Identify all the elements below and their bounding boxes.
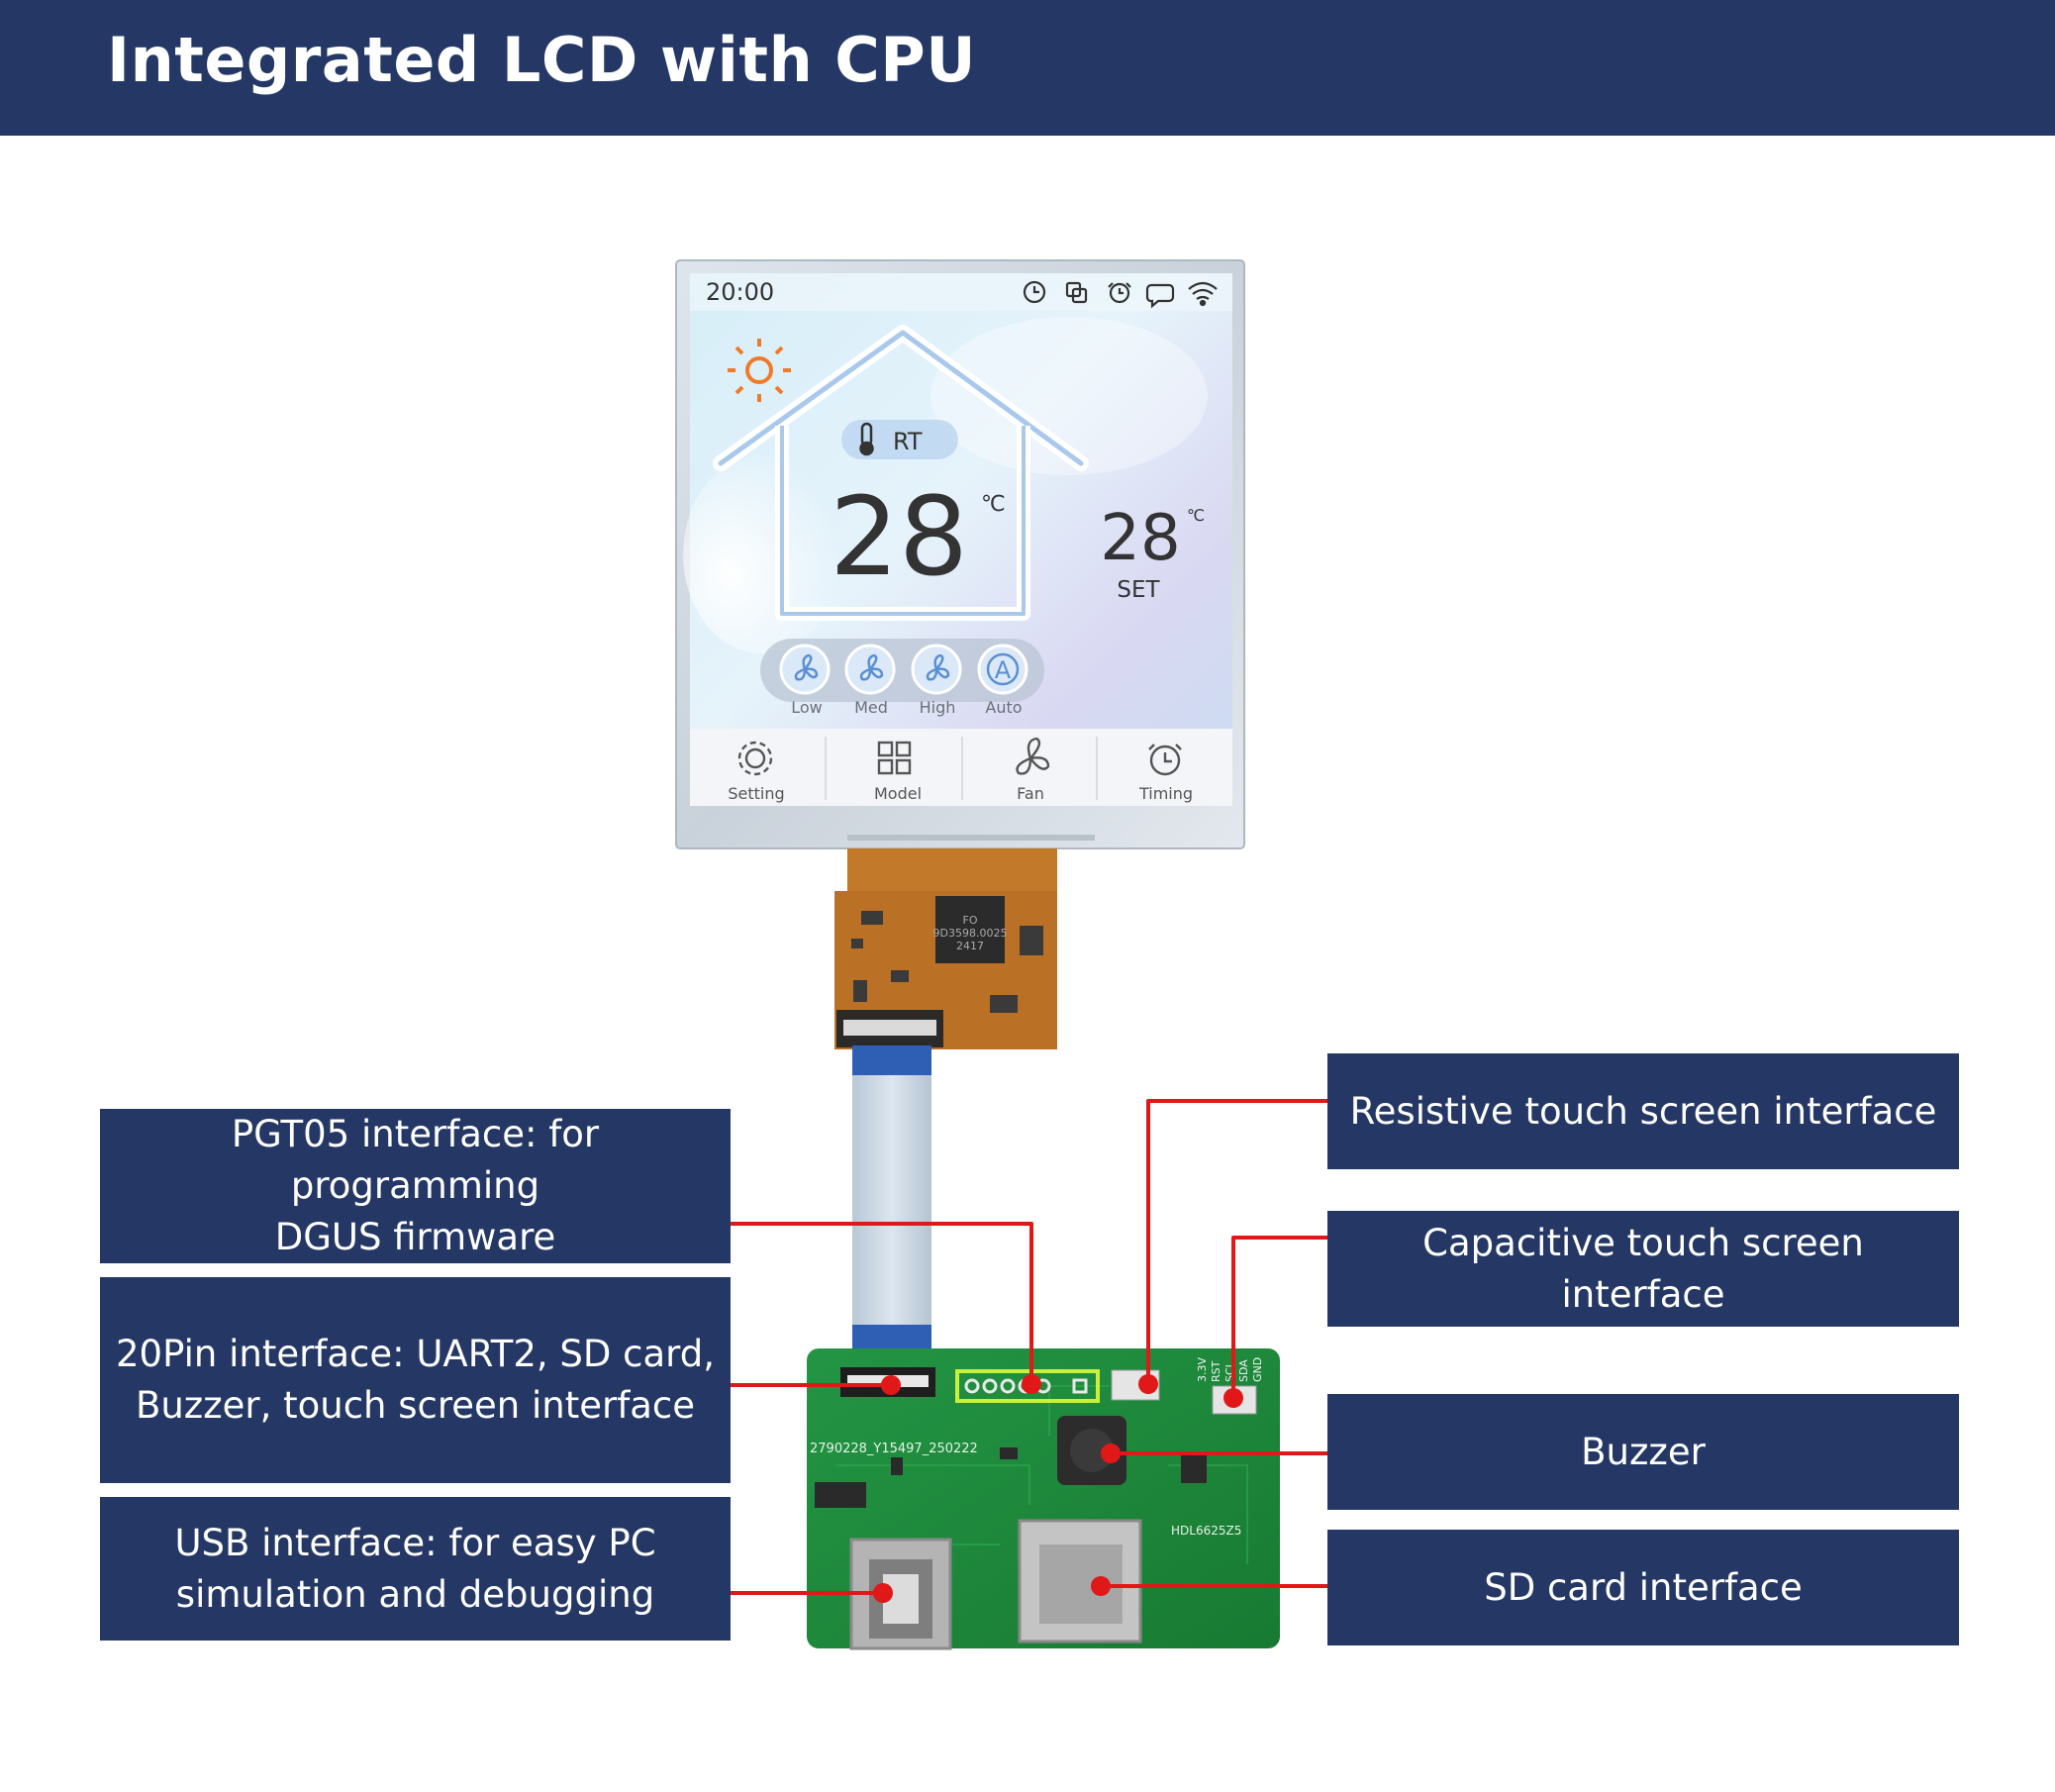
leader-dot [873, 1583, 893, 1603]
wifi-icon [1188, 281, 1218, 300]
fan-mode-buttons: A [779, 644, 1028, 695]
menu-label: Fan [1017, 784, 1044, 803]
callout-buzzer: Buzzer [1327, 1394, 1959, 1510]
sun-icon [728, 339, 791, 402]
fan-mode-label: Med [854, 698, 888, 717]
callout-line: Buzzer [1581, 1430, 1706, 1473]
fan-auto-icon: A [995, 656, 1012, 684]
clock-icon [1023, 280, 1046, 304]
fan-high-icon [926, 653, 950, 681]
callout-line: 20Pin interface: UART2, SD card, [116, 1333, 715, 1375]
cpu-chip [935, 896, 1005, 963]
callout-usb: USB interface: for easy PC simulation an… [100, 1497, 731, 1641]
grid-icon [877, 741, 912, 775]
leader-line-capacitive [1231, 1236, 1327, 1398]
chip-mark: 2417 [956, 940, 984, 952]
callout-capacitive: Capacitive touch screen interface [1327, 1211, 1959, 1327]
alarm-icon [1109, 282, 1130, 304]
menu-label: Timing [1138, 784, 1193, 803]
callout-line: Resistive touch screen interface [1349, 1089, 1937, 1133]
pcb-silkscreen-id: 2790228_Y15497_250222 [810, 1442, 978, 1456]
pcb-code: HDL6625Z5 [1171, 1524, 1241, 1538]
fan-low-icon [794, 653, 819, 681]
fan-auto-button [977, 644, 1028, 695]
lcd-clock: 20:00 [706, 278, 774, 306]
callout-line: DGUS firmware [274, 1216, 556, 1258]
set-label: SET [1117, 577, 1160, 603]
callout-line: USB interface: for easy PC [174, 1521, 656, 1564]
page-title: Integrated LCD with CPU [107, 24, 977, 96]
leader-dot [1022, 1374, 1041, 1394]
callout-line: Buzzer, touch screen interface [135, 1384, 696, 1427]
callout-pgt05: PGT05 interface: for programming DGUS fi… [100, 1109, 731, 1263]
chat-icon [1145, 283, 1175, 309]
menu-label: Model [874, 784, 922, 803]
ribbon-cable [852, 1045, 931, 1333]
fan-mode-label: Auto [985, 698, 1022, 717]
room-temperature: 28 [830, 473, 968, 600]
set-temperature: 28 [1100, 502, 1180, 575]
leader-line-pgt05 [731, 1222, 1033, 1384]
pin-label: SDA [1237, 1359, 1250, 1382]
pgt05-header [955, 1369, 1100, 1403]
callout-line: PGT05 interface: for programming [231, 1113, 600, 1207]
fan-mode-bar [760, 639, 1044, 702]
fan-mode-label: Low [791, 698, 823, 717]
callout-sdcard: SD card interface [1327, 1530, 1959, 1645]
chip-mark: 9D3598.0025 [933, 927, 1008, 940]
menu-label: Setting [728, 784, 784, 803]
callout-line: SD card interface [1484, 1565, 1803, 1609]
lcd-menu-bar [690, 729, 1232, 806]
gear-icon [744, 747, 766, 769]
header-banner: Integrated LCD with CPU [0, 0, 2055, 136]
leader-line-resistive [1146, 1099, 1327, 1384]
leader-dot [1223, 1388, 1243, 1408]
status-icons [1023, 280, 1218, 309]
fan-icon [1016, 737, 1050, 775]
room-temperature-unit: ℃ [981, 492, 1006, 517]
callout-resistive: Resistive touch screen interface [1327, 1053, 1959, 1169]
fan-mode-label: High [920, 698, 956, 717]
pin-label: 3.3V [1196, 1357, 1209, 1382]
timer-icon [1149, 745, 1181, 776]
leader-dot [1101, 1444, 1121, 1463]
callout-line: Capacitive touch screen interface [1422, 1221, 1864, 1316]
leader-dot [881, 1375, 901, 1395]
leader-dot [1091, 1576, 1111, 1596]
chip-mark: FO [963, 914, 978, 927]
callout-20pin: 20Pin interface: UART2, SD card, Buzzer,… [100, 1277, 731, 1483]
pin-label: GND [1251, 1357, 1264, 1382]
thermometer-icon [859, 422, 874, 456]
callout-line: simulation and debugging [175, 1572, 655, 1616]
pin-label: RST [1210, 1360, 1223, 1382]
set-temperature-unit: ℃ [1187, 506, 1205, 525]
fan-med-icon [859, 653, 884, 681]
leader-dot [1138, 1374, 1158, 1394]
room-badge-label: RT [893, 428, 923, 455]
